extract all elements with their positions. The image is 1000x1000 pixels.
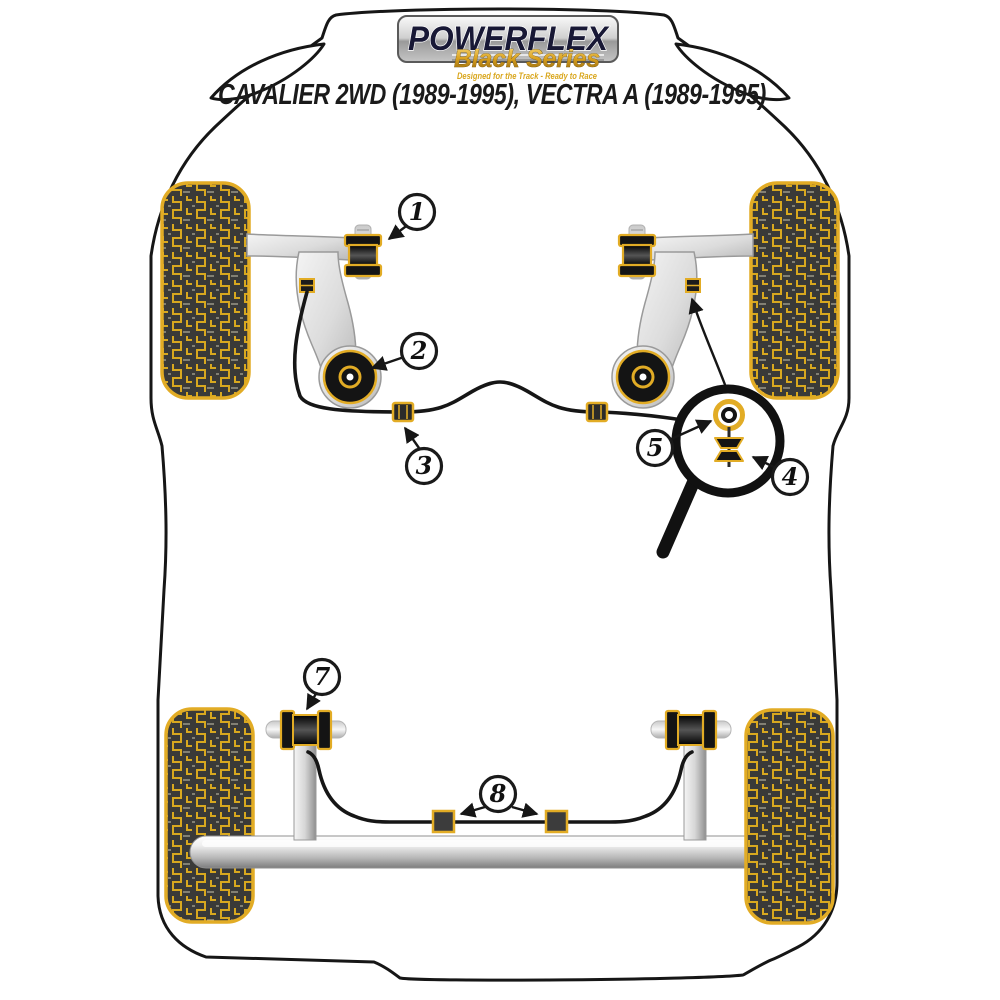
tire-front-left bbox=[160, 181, 251, 400]
bushing-8-rear-arb-right bbox=[544, 809, 569, 834]
callout-8-label: 8 bbox=[489, 779, 507, 808]
callout-4-label: 4 bbox=[782, 462, 799, 491]
series-name: Black Series bbox=[454, 45, 600, 73]
logo-box bbox=[397, 15, 619, 63]
bushing-7-rear-beam-left bbox=[265, 709, 347, 751]
tire-rear-right bbox=[744, 708, 835, 925]
callout-8-arrow-left bbox=[459, 802, 486, 818]
brand-tagline: Designed for the Track - Ready to Race bbox=[457, 71, 598, 82]
callout-3-arrow bbox=[404, 426, 420, 449]
brand-name: POWERFLEX bbox=[408, 20, 610, 58]
axle-highlight bbox=[202, 840, 794, 847]
callout-3-label: 3 bbox=[416, 451, 433, 480]
bushing-1-front-arm-front-right bbox=[617, 224, 657, 280]
powerflex-logo: POWERFLEX Black Series Designed for the … bbox=[397, 15, 619, 82]
arb-link-mount-left bbox=[299, 278, 315, 293]
bushing-3-arb-mount-left bbox=[391, 401, 415, 423]
tire-front-right bbox=[749, 181, 840, 400]
magnifier-ring bbox=[671, 384, 785, 498]
callout-5: 5 bbox=[635, 419, 713, 468]
callout-4-arrow bbox=[751, 455, 777, 471]
bushing-8-rear-arb-left bbox=[431, 809, 456, 834]
callout-1: 1 bbox=[387, 192, 437, 240]
callout-8-arrow-right bbox=[511, 802, 539, 818]
headlight-right bbox=[674, 42, 791, 102]
bushing-4-hourglass-bush bbox=[714, 437, 744, 462]
magnifier bbox=[656, 384, 785, 559]
callout-2-label: 2 bbox=[410, 336, 428, 365]
tire-rear-left bbox=[164, 707, 255, 924]
headlight-left bbox=[209, 42, 326, 102]
arb-link-mount-right bbox=[685, 278, 701, 293]
callout-8: 8 bbox=[459, 774, 539, 818]
callout-7-label: 7 bbox=[314, 662, 331, 691]
callout-5-label: 5 bbox=[647, 433, 664, 462]
magnifier-handle bbox=[656, 474, 701, 559]
bushing-2-front-arm-rear-left bbox=[322, 349, 378, 405]
bushing-1-front-arm-front-left bbox=[343, 224, 383, 280]
page-title: CAVALIER 2WD (1989-1995), VECTRA A (1989… bbox=[218, 79, 766, 111]
trailing-arm-right bbox=[683, 743, 707, 841]
bushing-2-front-arm-rear-right bbox=[615, 349, 671, 405]
rear-anti-roll-bar bbox=[306, 750, 694, 824]
callout-1-label: 1 bbox=[409, 197, 426, 226]
callout-3: 3 bbox=[404, 426, 444, 486]
callout-2-arrow bbox=[370, 355, 405, 371]
callout-2: 2 bbox=[370, 331, 439, 371]
trailing-arm-left bbox=[293, 743, 317, 841]
callout-7: 7 bbox=[302, 657, 342, 711]
callout-5-arrow bbox=[668, 419, 713, 442]
bushing-7-rear-beam-right bbox=[650, 709, 732, 751]
magnifier-pointer-line bbox=[688, 297, 729, 391]
callout-4: 4 bbox=[751, 455, 810, 497]
bushing-3-arb-mount-right bbox=[585, 401, 609, 423]
